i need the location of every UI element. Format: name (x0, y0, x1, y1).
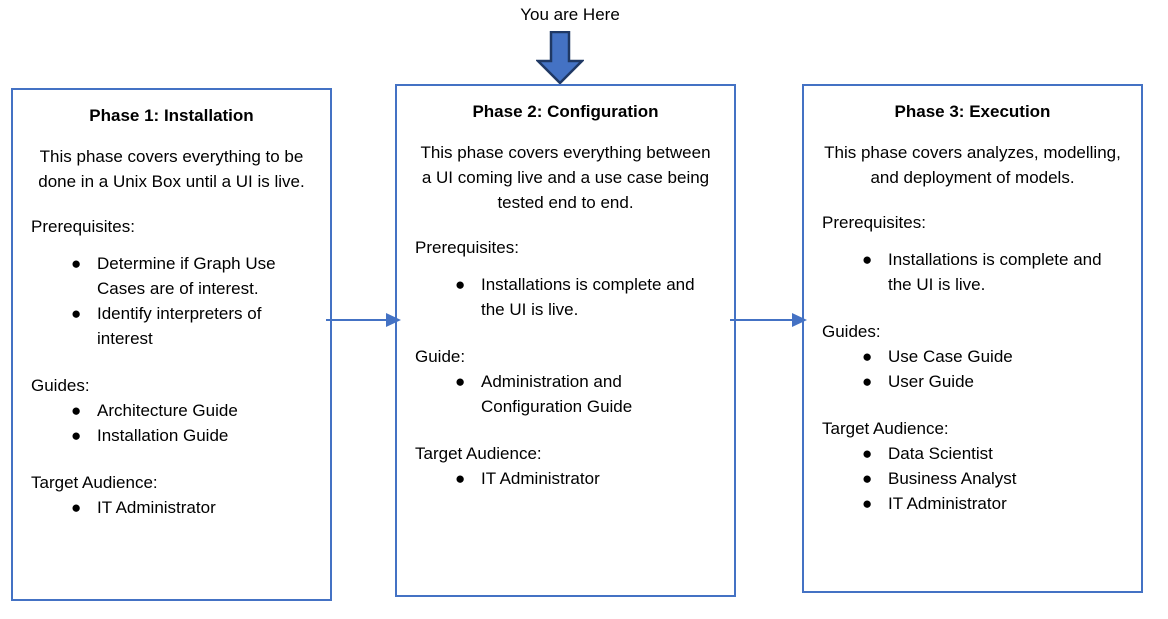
bullet-icon: ● (862, 372, 873, 391)
bullet-icon: ● (862, 494, 873, 513)
list-item: ● Architecture Guide (31, 398, 312, 423)
connector-arrow-phase2-to-phase3 (730, 309, 808, 331)
list-item: ● Installation Guide (31, 423, 312, 448)
phase-1-guides-list: ● Architecture Guide ● Installation Guid… (31, 398, 312, 448)
list-item-label: IT Administrator (97, 498, 216, 517)
spacer (31, 448, 312, 470)
bullet-icon: ● (71, 401, 82, 420)
bullet-icon: ● (71, 254, 82, 273)
list-item-label: Identify interpreters of interest (97, 304, 262, 348)
list-item-label: Installations is complete and the UI is … (888, 250, 1102, 294)
phase-box-1[interactable]: Phase 1: Installation This phase covers … (11, 88, 332, 601)
phase-2-description: This phase covers everything between a U… (420, 143, 711, 212)
spacer (31, 351, 312, 373)
bullet-icon: ● (862, 444, 873, 463)
phase-2-guides-list: ● Administration and Configuration Guide (415, 369, 716, 419)
you-are-here-label: You are Here (520, 5, 620, 24)
bullet-icon: ● (455, 372, 466, 391)
list-item-label: Architecture Guide (97, 401, 238, 420)
list-item-label: Use Case Guide (888, 347, 1013, 366)
phase-box-1-content: Phase 1: Installation This phase covers … (13, 90, 330, 520)
list-item: ● Identify interpreters of interest (31, 301, 312, 351)
list-item-label: Installation Guide (97, 426, 229, 445)
list-item-label: Installations is complete and the UI is … (481, 275, 695, 319)
phase-3-audience-list: ● Data Scientist ● Business Analyst ● IT… (822, 441, 1123, 516)
connector-arrow-phase1-to-phase2 (326, 309, 402, 331)
list-item: ● IT Administrator (31, 495, 312, 520)
spacer (415, 419, 716, 441)
phase-3-guides-list: ● Use Case Guide ● User Guide (822, 344, 1123, 394)
phase-3-audience-label: Target Audience: (822, 419, 949, 438)
list-item-label: IT Administrator (481, 469, 600, 488)
bullet-icon: ● (862, 469, 873, 488)
phase-1-audience-list: ● IT Administrator (31, 495, 312, 520)
phase-1-guides-label: Guides: (31, 376, 90, 395)
bullet-icon: ● (71, 426, 82, 445)
list-item: ● Determine if Graph Use Cases are of in… (31, 251, 312, 301)
list-item-label: Determine if Graph Use Cases are of inte… (97, 254, 276, 298)
list-item: ● IT Administrator (822, 491, 1123, 516)
bullet-icon: ● (455, 275, 466, 294)
phase-1-audience-label: Target Audience: (31, 473, 158, 492)
phase-3-guides-label: Guides: (822, 322, 881, 341)
spacer (415, 322, 716, 344)
phase-box-2[interactable]: Phase 2: Configuration This phase covers… (395, 84, 736, 597)
spacer (822, 297, 1123, 319)
phase-1-prerequisites-label: Prerequisites: (31, 217, 135, 236)
bullet-icon: ● (862, 250, 873, 269)
phase-2-audience-list: ● IT Administrator (415, 466, 716, 491)
spacer (822, 394, 1123, 416)
list-item: ● Data Scientist (822, 441, 1123, 466)
list-item: ● Installations is complete and the UI i… (822, 247, 1123, 297)
bullet-icon: ● (71, 498, 82, 517)
list-item-label: Data Scientist (888, 444, 993, 463)
list-item-label: User Guide (888, 372, 974, 391)
phase-3-prerequisites-list: ● Installations is complete and the UI i… (822, 247, 1123, 297)
bullet-icon: ● (71, 304, 82, 323)
phase-3-description: This phase covers analyzes, modelling, a… (824, 143, 1121, 187)
phase-3-prerequisites-label: Prerequisites: (822, 213, 926, 232)
bullet-icon: ● (455, 469, 466, 488)
phase-2-title: Phase 2: Configuration (472, 102, 659, 121)
phase-box-3-content: Phase 3: Execution This phase covers ana… (804, 86, 1141, 516)
phase-1-description: This phase covers everything to be done … (38, 147, 305, 191)
phase-2-guides-label: Guide: (415, 347, 466, 366)
list-item: ● Use Case Guide (822, 344, 1123, 369)
list-item: ● User Guide (822, 369, 1123, 394)
list-item-label: Business Analyst (888, 469, 1017, 488)
list-item: ● IT Administrator (415, 466, 716, 491)
phase-2-prerequisites-list: ● Installations is complete and the UI i… (415, 272, 716, 322)
list-item-label: Administration and Configuration Guide (481, 372, 633, 416)
list-item: ● Administration and Configuration Guide (415, 369, 716, 419)
phase-box-3[interactable]: Phase 3: Execution This phase covers ana… (802, 84, 1143, 593)
phase-1-prerequisites-list: ● Determine if Graph Use Cases are of in… (31, 251, 312, 351)
phase-box-2-content: Phase 2: Configuration This phase covers… (397, 86, 734, 491)
list-item: ● Business Analyst (822, 466, 1123, 491)
down-arrow-icon (534, 30, 586, 85)
list-item: ● Installations is complete and the UI i… (415, 272, 716, 322)
bullet-icon: ● (862, 347, 873, 366)
phase-3-title: Phase 3: Execution (894, 102, 1051, 121)
phase-2-audience-label: Target Audience: (415, 444, 542, 463)
list-item-label: IT Administrator (888, 494, 1007, 513)
phase-1-title: Phase 1: Installation (89, 106, 254, 125)
phase-2-prerequisites-label: Prerequisites: (415, 238, 519, 257)
